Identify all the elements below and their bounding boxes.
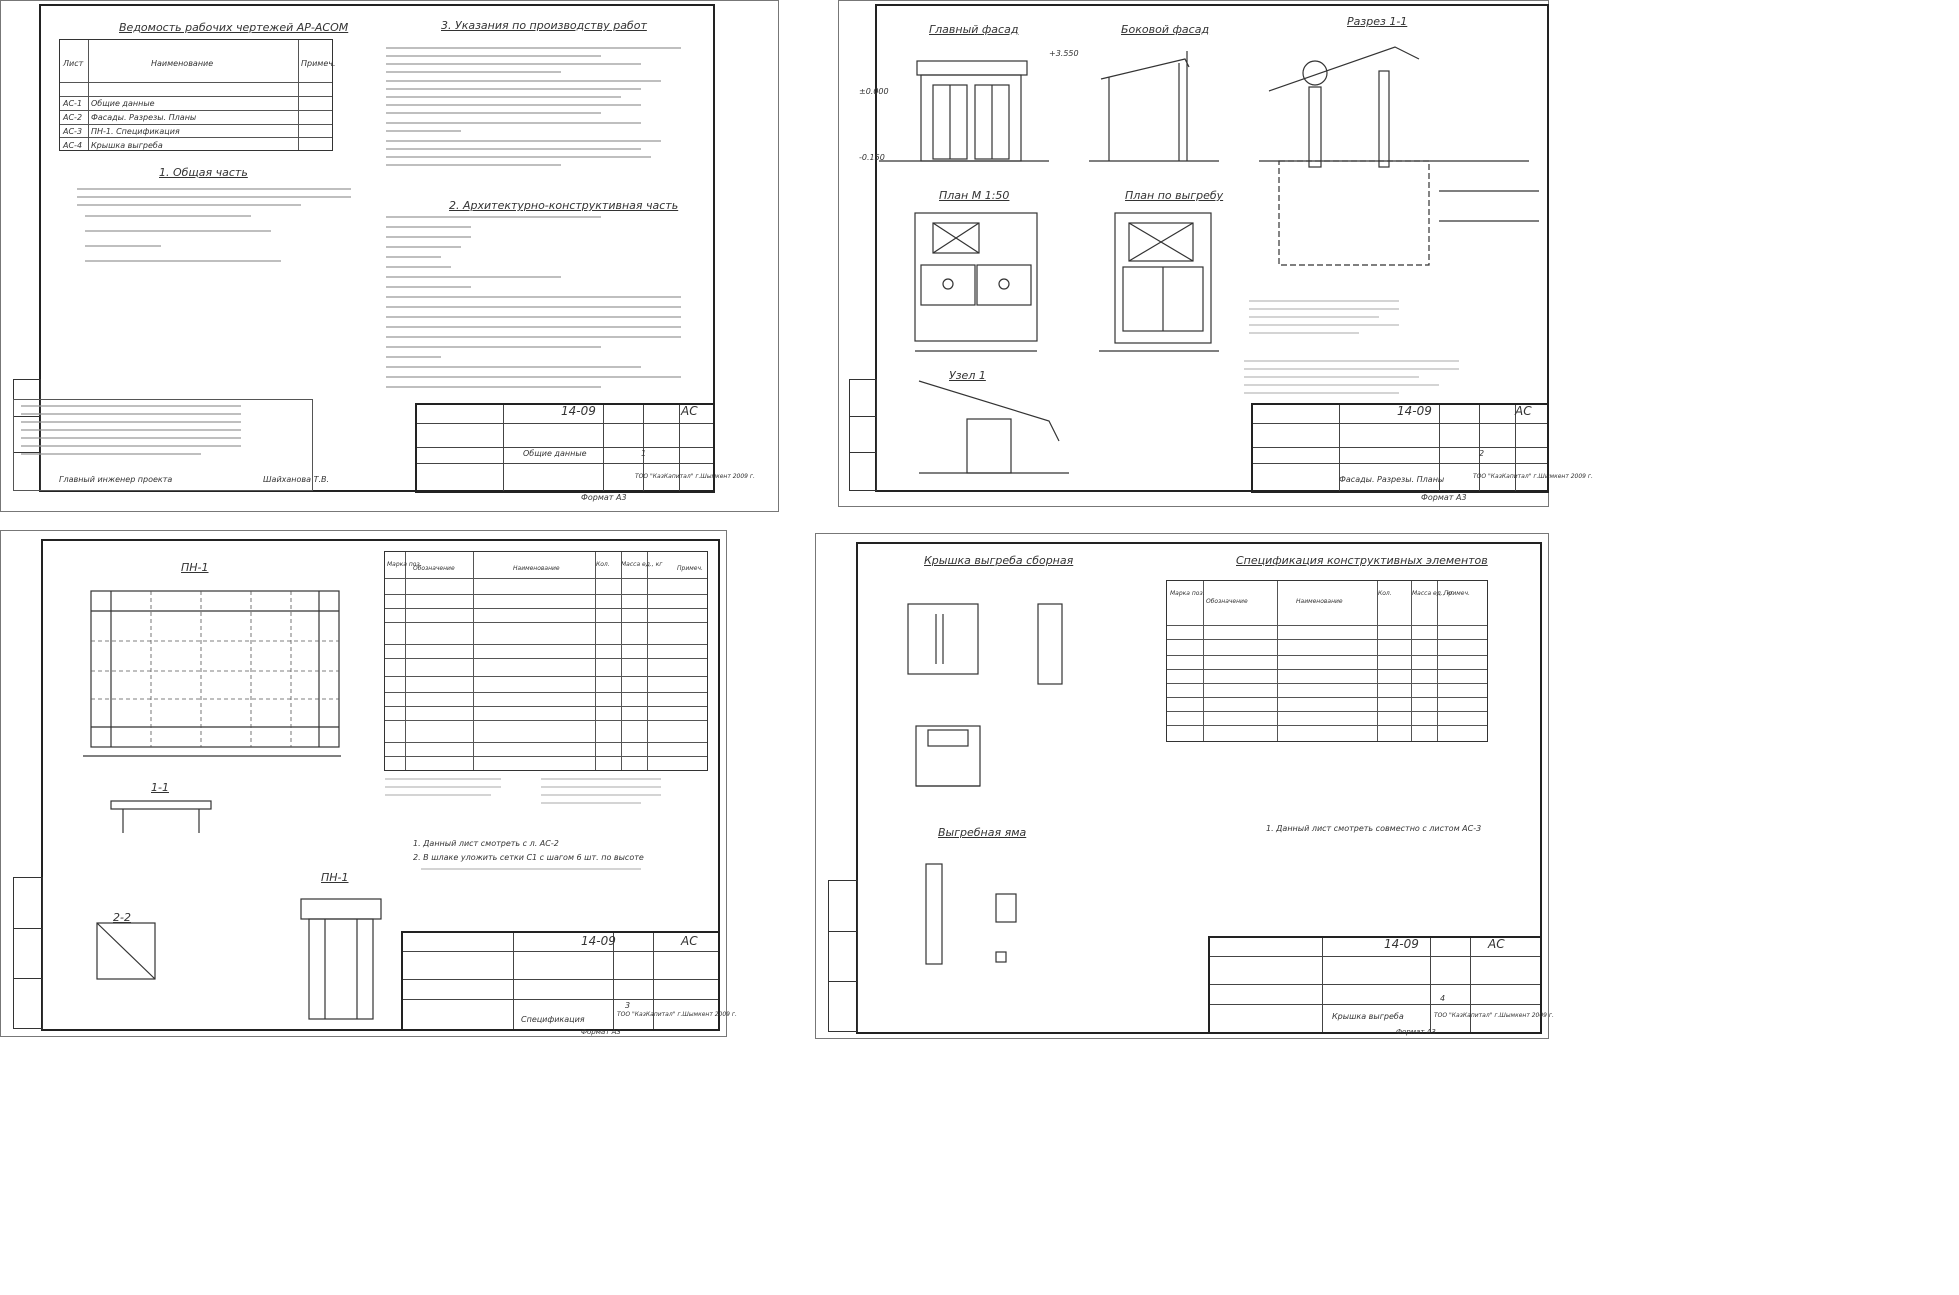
sheet-4-drawings	[907, 603, 1063, 965]
sheet-2-title-block	[1251, 403, 1549, 493]
sheet-3-title-block	[401, 931, 720, 1031]
sheet-2-title-main-facade: Главный фасад	[929, 23, 1019, 36]
sheet-2-title-plan: План М 1:50	[939, 189, 1010, 202]
sheet-1-code: 14-09	[561, 404, 596, 418]
sheet-1-mark: АС	[681, 404, 698, 418]
sheet-3-text-lines	[385, 778, 661, 870]
sheet-2-title-plan-pit: План по выгребу	[1125, 189, 1224, 202]
section2-title: 2. Архитектурно-конструктивная часть	[449, 199, 679, 212]
sheet-3-note2: 2. В шлаке уложить сетки С1 с шагом 6 шт…	[413, 853, 644, 862]
doc-list-r4b: Крышка выгреба	[91, 141, 163, 150]
sheet-4-sheet-title: Крышка выгреба	[1332, 1012, 1404, 1021]
sheet-4-format: Формат А3	[1396, 1028, 1436, 1036]
sheet-4-mark: АС	[1488, 937, 1505, 951]
sheet-2-title-section: Разрез 1-1	[1347, 15, 1408, 28]
sheet-3-side-stamp	[13, 877, 43, 1029]
doc-list-r3a: АС-3	[63, 127, 83, 136]
elev-minus: -0.150	[859, 153, 885, 162]
chief-engineer-label: Главный инженер проекта	[59, 475, 173, 484]
sheet-3-code: 14-09	[581, 934, 616, 948]
sheet-1-format: Формат А3	[581, 493, 627, 502]
note-box	[13, 399, 313, 491]
sheet-3-note1: 1. Данный лист смотреть с л. АС-2	[413, 839, 559, 848]
sheet-3-mark: АС	[681, 934, 698, 948]
spec4-h5: Примеч.	[1444, 590, 1470, 597]
sheet-1-title-block	[415, 403, 715, 493]
sheet-4-code: 14-09	[1384, 937, 1419, 951]
sheet-4-sheet-no: 4	[1440, 994, 1446, 1003]
section1-text-lines	[21, 47, 681, 455]
spec4-h4: Масса ед., кг	[1412, 590, 1454, 597]
sheet-3-sheet-no: 3	[625, 1001, 631, 1010]
sheet-2-frame	[875, 4, 1549, 492]
doc-list-h0: Лист	[63, 59, 84, 68]
sheet-3-frame	[41, 539, 720, 1031]
sheet-3: ПН-1 1-1 2-2 ПН-1 Марка поз. Обозначение…	[0, 530, 737, 1037]
spec4-h3: Кол.	[1378, 590, 1392, 597]
section1-title: 1. Общая часть	[159, 166, 248, 179]
doc-list-table	[59, 39, 333, 151]
sheet-4-title-cover: Крышка выгреба сборная	[924, 554, 1074, 567]
sheet-2-format: Формат А3	[1421, 493, 1467, 502]
spec3-h5: Примеч.	[677, 565, 703, 572]
spec3-h0: Марка поз.	[387, 561, 422, 568]
sheet-4-org: ТОО "КазКапитал" г.Шымкент 2009 г.	[1434, 1012, 1554, 1019]
doc-list-r1b: Общие данные	[91, 99, 155, 108]
sheet-3-title-2-2: 2-2	[113, 911, 131, 924]
sheet-3-title-1-1: 1-1	[151, 781, 169, 794]
sheet-4-note1: 1. Данный лист смотреть совместно с лист…	[1266, 824, 1482, 833]
sheet-4-frame	[856, 542, 1542, 1034]
sheet-4-side-stamp	[828, 880, 858, 1032]
sheet-3-drawings	[83, 590, 382, 1020]
sheet-2-side-stamp	[849, 379, 877, 491]
sheet-1-title: Ведомость рабочих чертежей АР-АСОМ	[119, 21, 349, 34]
spec4-h1: Обозначение	[1206, 598, 1248, 605]
sheet-2: Главный фасад Боковой фасад Разрез 1-1 П…	[838, 0, 1593, 507]
sheet-1-sheet-no: 1	[641, 449, 647, 458]
sheet-4: Крышка выгреба сборная Спецификация конс…	[815, 533, 1554, 1039]
sheet-2-org: ТОО "КазКапитал" г.Шымкент 2009 г.	[1473, 473, 1593, 480]
sheet-3-sheet-title: Спецификация	[521, 1015, 585, 1024]
sheet-4-spec-table	[1166, 580, 1488, 742]
spec3-h2: Наименование	[513, 565, 560, 572]
sheet-1-org: ТОО "КазКапитал" г.Шымкент 2009 г.	[635, 473, 755, 480]
spec3-h3: Кол.	[596, 561, 610, 568]
sheet-2-title-side-facade: Боковой фасад	[1121, 23, 1210, 36]
sheet-3-format: Формат А3	[581, 1028, 621, 1036]
spec3-h1: Обозначение	[413, 565, 455, 572]
doc-list-h2: Примеч.	[301, 59, 336, 68]
elev-plus: +3.550	[1049, 49, 1079, 58]
chief-engineer-name: Шайханова Т.В.	[263, 475, 330, 484]
sheet-4-title-block	[1208, 936, 1542, 1034]
sheet-4-title-pit: Выгребная яма	[938, 826, 1027, 839]
doc-list-r4a: АС-4	[63, 141, 83, 150]
spec4-h0: Марка поз.	[1170, 590, 1205, 597]
sheet-2-code: 14-09	[1397, 404, 1432, 418]
sheet-3-title-pn1: ПН-1	[181, 561, 209, 574]
sheet-1: Ведомость рабочих чертежей АР-АСОМ Лист …	[0, 0, 779, 512]
sheet-4-title-spec: Спецификация конструктивных элементов	[1236, 554, 1488, 567]
sheet-1-frame	[39, 4, 715, 492]
elev-zero: ±0.000	[859, 87, 889, 96]
sheet-3-spec-table	[384, 551, 708, 771]
sheet-1-sheet-title: Общие данные	[523, 449, 587, 458]
sheet-2-drawings	[879, 46, 1539, 474]
spec4-h2: Наименование	[1296, 598, 1343, 605]
spec3-h4: Масса ед., кг	[621, 561, 663, 568]
doc-list-r2b: Фасады. Разрезы. Планы	[91, 113, 197, 122]
sheet-2-sheet-title: Фасады. Разрезы. Планы	[1339, 475, 1445, 484]
sheet-2-mark: АС	[1515, 404, 1532, 418]
doc-list-r1a: АС-1	[63, 99, 83, 108]
section3-title: 3. Указания по производству работ	[441, 19, 647, 32]
doc-list-r2a: АС-2	[63, 113, 83, 122]
doc-list-r3b: ПН-1. Спецификация	[91, 127, 180, 136]
sheet-2-title-node: Узел 1	[949, 369, 986, 382]
sheet-3-org: ТОО "КазКапитал" г.Шымкент 2009 г.	[617, 1011, 737, 1018]
sheet-3-title-pn1b: ПН-1	[321, 871, 349, 884]
doc-list-h1: Наименование	[151, 59, 214, 68]
sheet-2-sheet-no: 2	[1479, 449, 1485, 458]
